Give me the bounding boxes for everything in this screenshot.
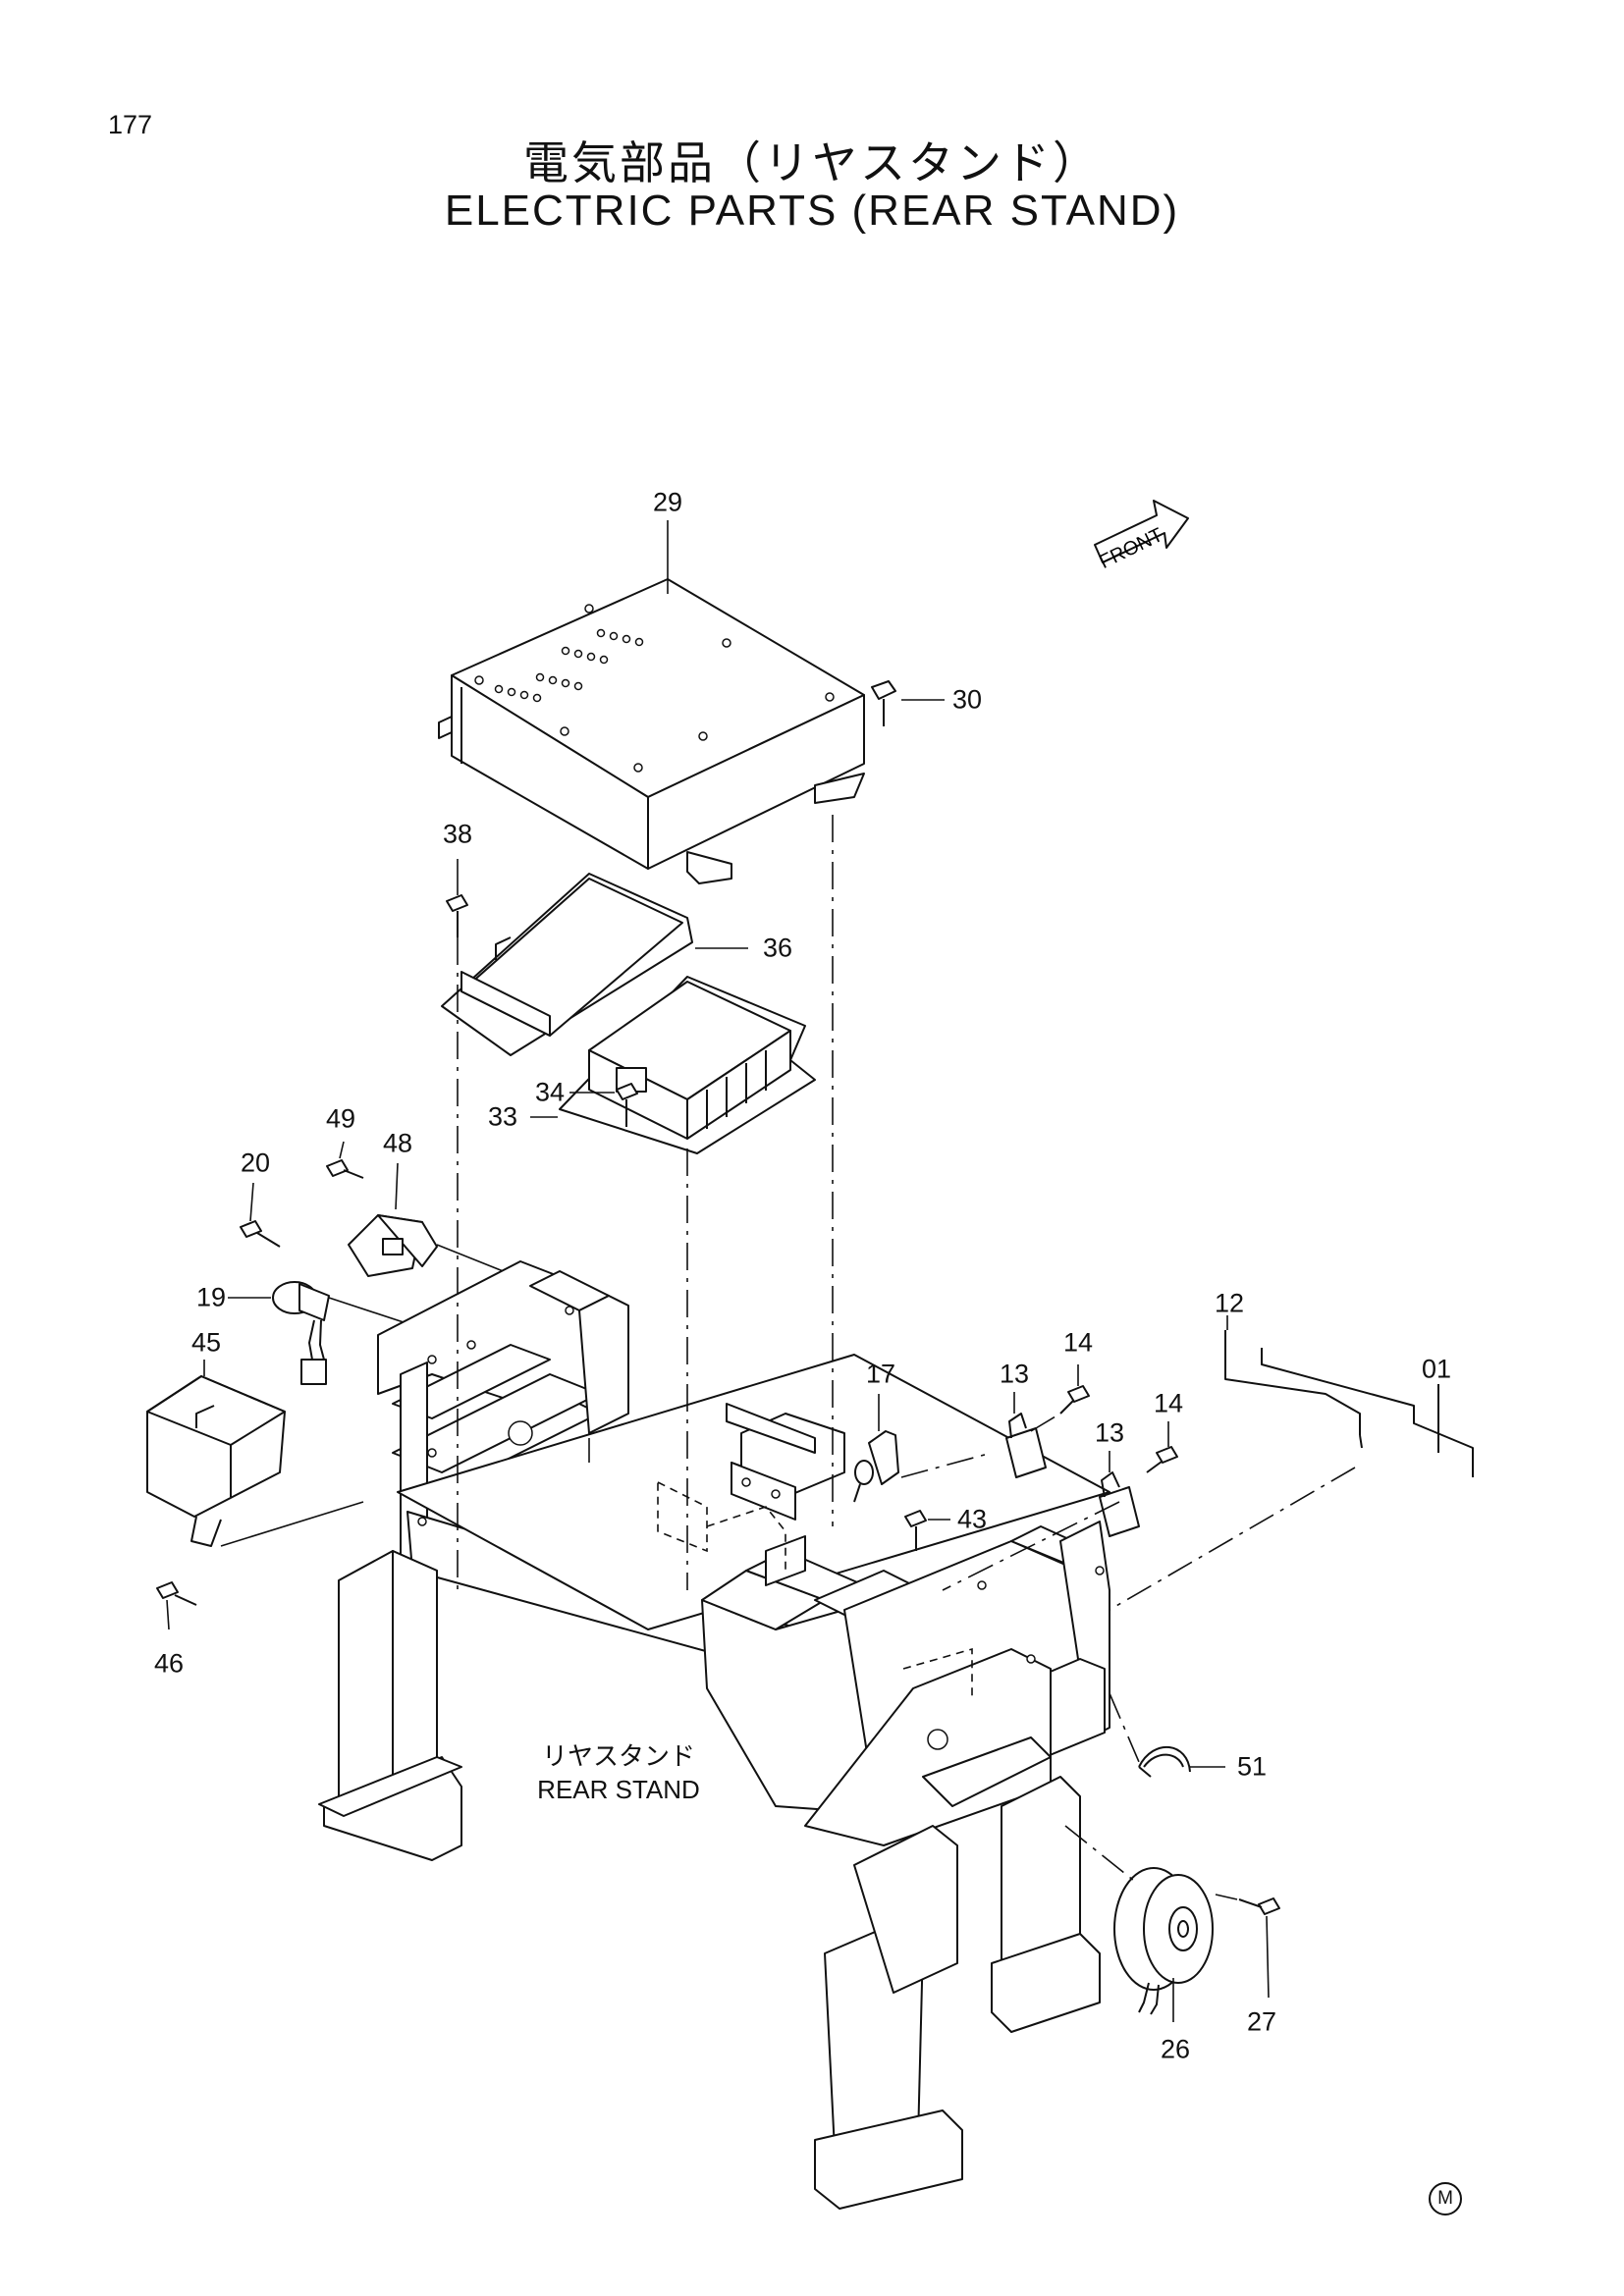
- callout-27: 27: [1246, 2006, 1277, 2037]
- front-direction-arrow: FRONT: [1094, 500, 1189, 573]
- callout-13b: 13: [1094, 1417, 1125, 1448]
- callout-48: 48: [382, 1128, 413, 1158]
- callout-49: 49: [325, 1103, 356, 1134]
- relay-13a: [1005, 1413, 1047, 1478]
- relay-13b: [1099, 1471, 1140, 1537]
- manufacturer-mark: M: [1429, 2182, 1462, 2216]
- callout-12: 12: [1214, 1288, 1245, 1318]
- callout-01: 01: [1421, 1354, 1452, 1384]
- callout-38: 38: [442, 819, 473, 849]
- callout-14a: 14: [1062, 1327, 1094, 1358]
- clamp-51: [1138, 1746, 1191, 1778]
- switch-17: [853, 1430, 899, 1503]
- connector-pin-rows: [494, 628, 644, 703]
- bolt-27: [1238, 1897, 1280, 1915]
- bolt-49: [326, 1159, 364, 1179]
- bolt-14a: [1059, 1385, 1090, 1415]
- callout-19: 19: [195, 1282, 227, 1312]
- title-japanese: 電気部品（リヤスタンド）: [523, 136, 1101, 189]
- bolt-38: [446, 894, 468, 937]
- callout-29: 29: [652, 487, 683, 517]
- relay-48: [348, 1214, 438, 1277]
- controller-45: [146, 1375, 286, 1547]
- callout-17: 17: [865, 1359, 896, 1389]
- rear-stand-caption: リヤスタンド REAR STAND: [537, 1739, 700, 1806]
- plate-12: [1224, 1330, 1363, 1449]
- title-english: ELECTRIC PARTS (REAR STAND): [444, 187, 1180, 235]
- bolt-43: [904, 1510, 927, 1551]
- plate-01: [1261, 1348, 1474, 1477]
- bolt-30: [871, 680, 896, 726]
- control-module-36: [441, 873, 693, 1056]
- bolt-34: [616, 1083, 638, 1127]
- callout-26: 26: [1160, 2034, 1191, 2064]
- bolt-46: [156, 1581, 197, 1606]
- controller-unit-29: [438, 578, 865, 884]
- callout-33: 33: [487, 1101, 518, 1132]
- callout-34: 34: [534, 1077, 566, 1107]
- rear-stand-label-japanese: リヤスタンド: [541, 1741, 695, 1771]
- callout-30: 30: [951, 684, 983, 715]
- horn-26: [1113, 1867, 1214, 2015]
- callout-20: 20: [240, 1148, 271, 1178]
- callout-51: 51: [1236, 1751, 1268, 1782]
- rear-stand-label-english: REAR STAND: [537, 1775, 700, 1804]
- sensor-19: [272, 1281, 330, 1385]
- callout-43: 43: [956, 1504, 988, 1534]
- rear-stand-frame: [318, 1260, 1110, 2210]
- callout-13a: 13: [999, 1359, 1030, 1389]
- callout-14b: 14: [1153, 1388, 1184, 1418]
- callout-46: 46: [153, 1648, 185, 1679]
- callout-36: 36: [762, 933, 793, 963]
- bolt-20: [240, 1220, 281, 1248]
- relay-module-33: [559, 976, 816, 1154]
- page-number: 177: [108, 110, 153, 139]
- bolt-14b: [1146, 1446, 1178, 1473]
- callout-45: 45: [190, 1327, 222, 1358]
